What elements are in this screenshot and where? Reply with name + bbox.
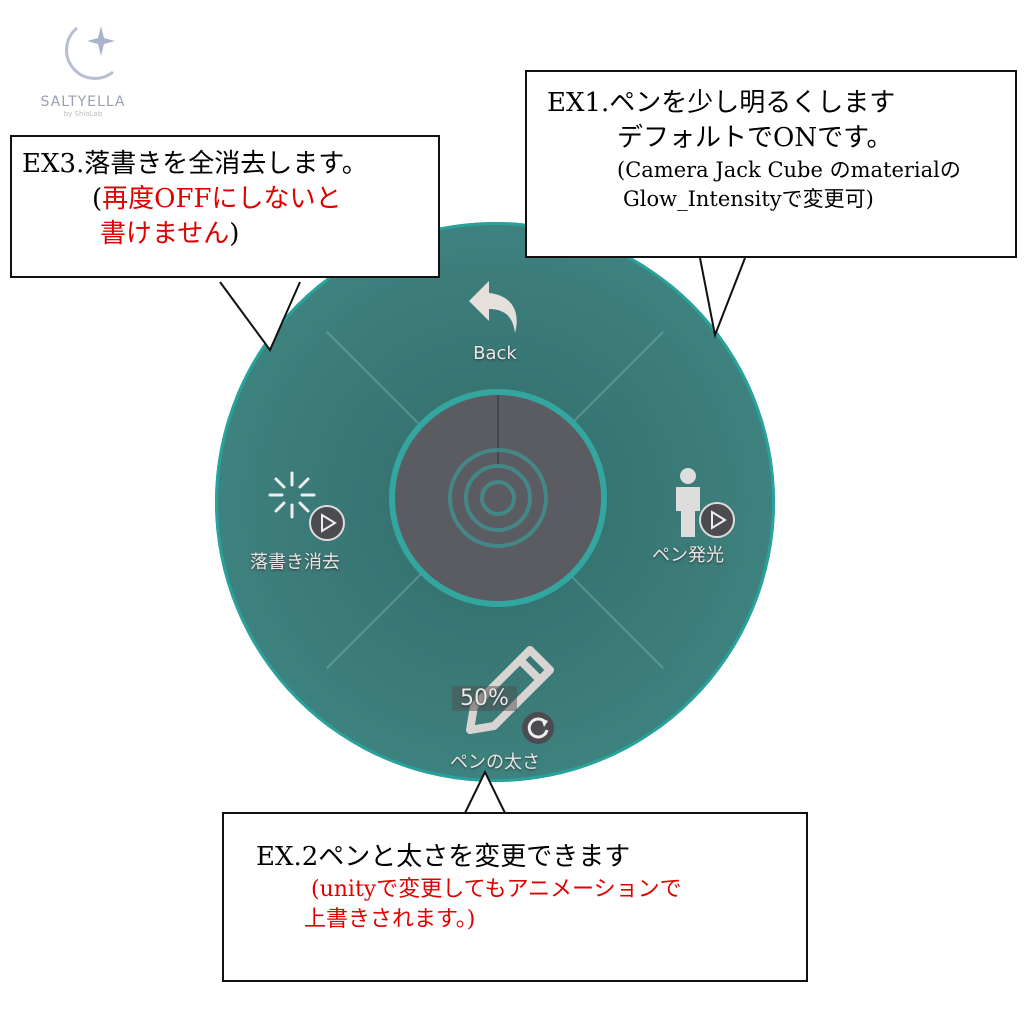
paren: ) <box>229 219 240 250</box>
back-label: Back <box>473 343 517 364</box>
clear-drawing-label: 落書き消去 <box>250 552 340 573</box>
pen-size-value: 50% <box>452 686 517 711</box>
callout-ex1: EX1.ペンを少し明るくします デフォルトでONです。 (Camera Jack… <box>525 70 1017 258</box>
callout-ex3: EX3.落書きを全消去します。 (再度OFFにしないと 書けません) <box>10 135 440 278</box>
pen-size-button[interactable]: 50% ペンの太さ <box>430 640 580 775</box>
ex1-title: EX1.ペンを少し明るくします <box>547 88 896 118</box>
sparkle-icon <box>268 471 316 519</box>
reset-icon <box>522 712 554 744</box>
pen-glow-label: ペン発光 <box>652 545 724 566</box>
play-icon <box>309 505 345 541</box>
back-arrow-icon <box>469 281 517 333</box>
pen-size-label: ペンの太さ <box>450 752 540 773</box>
ex2-note-2: 上書きされます。) <box>304 906 476 932</box>
ex1-line4: Glow_Intensityで変更可) <box>623 186 874 211</box>
back-button[interactable]: Back <box>455 275 535 364</box>
ex2-title: EX.2ペンと太さを変更できます <box>256 842 631 872</box>
person-icon <box>676 468 700 537</box>
ex1-line2: デフォルトでONです。 <box>617 123 893 154</box>
logo-text: SALTYELLA <box>40 94 126 110</box>
target-icon <box>448 395 548 548</box>
callout-ex2: EX.2ペンと太さを変更できます (unityで変更してもアニメーションで 上書… <box>222 812 808 982</box>
menu-center[interactable] <box>395 395 601 601</box>
play-icon <box>699 502 735 538</box>
ex2-note-1: (unityで変更してもアニメーションで <box>311 877 682 903</box>
ex3-title: EX3.落書きを全消去します。 <box>22 149 368 179</box>
ex3-note-1: 再度OFFにしないと <box>102 184 342 215</box>
logo-sub: by ShioLab <box>63 110 103 118</box>
ex1-line3: (Camera Jack Cube のmaterialの <box>617 158 961 183</box>
paren: ( <box>92 184 103 215</box>
logo: SALTYELLA by ShioLab <box>28 20 138 118</box>
ex3-note-2: 書けません <box>100 219 230 250</box>
moon-star-icon <box>65 26 115 80</box>
